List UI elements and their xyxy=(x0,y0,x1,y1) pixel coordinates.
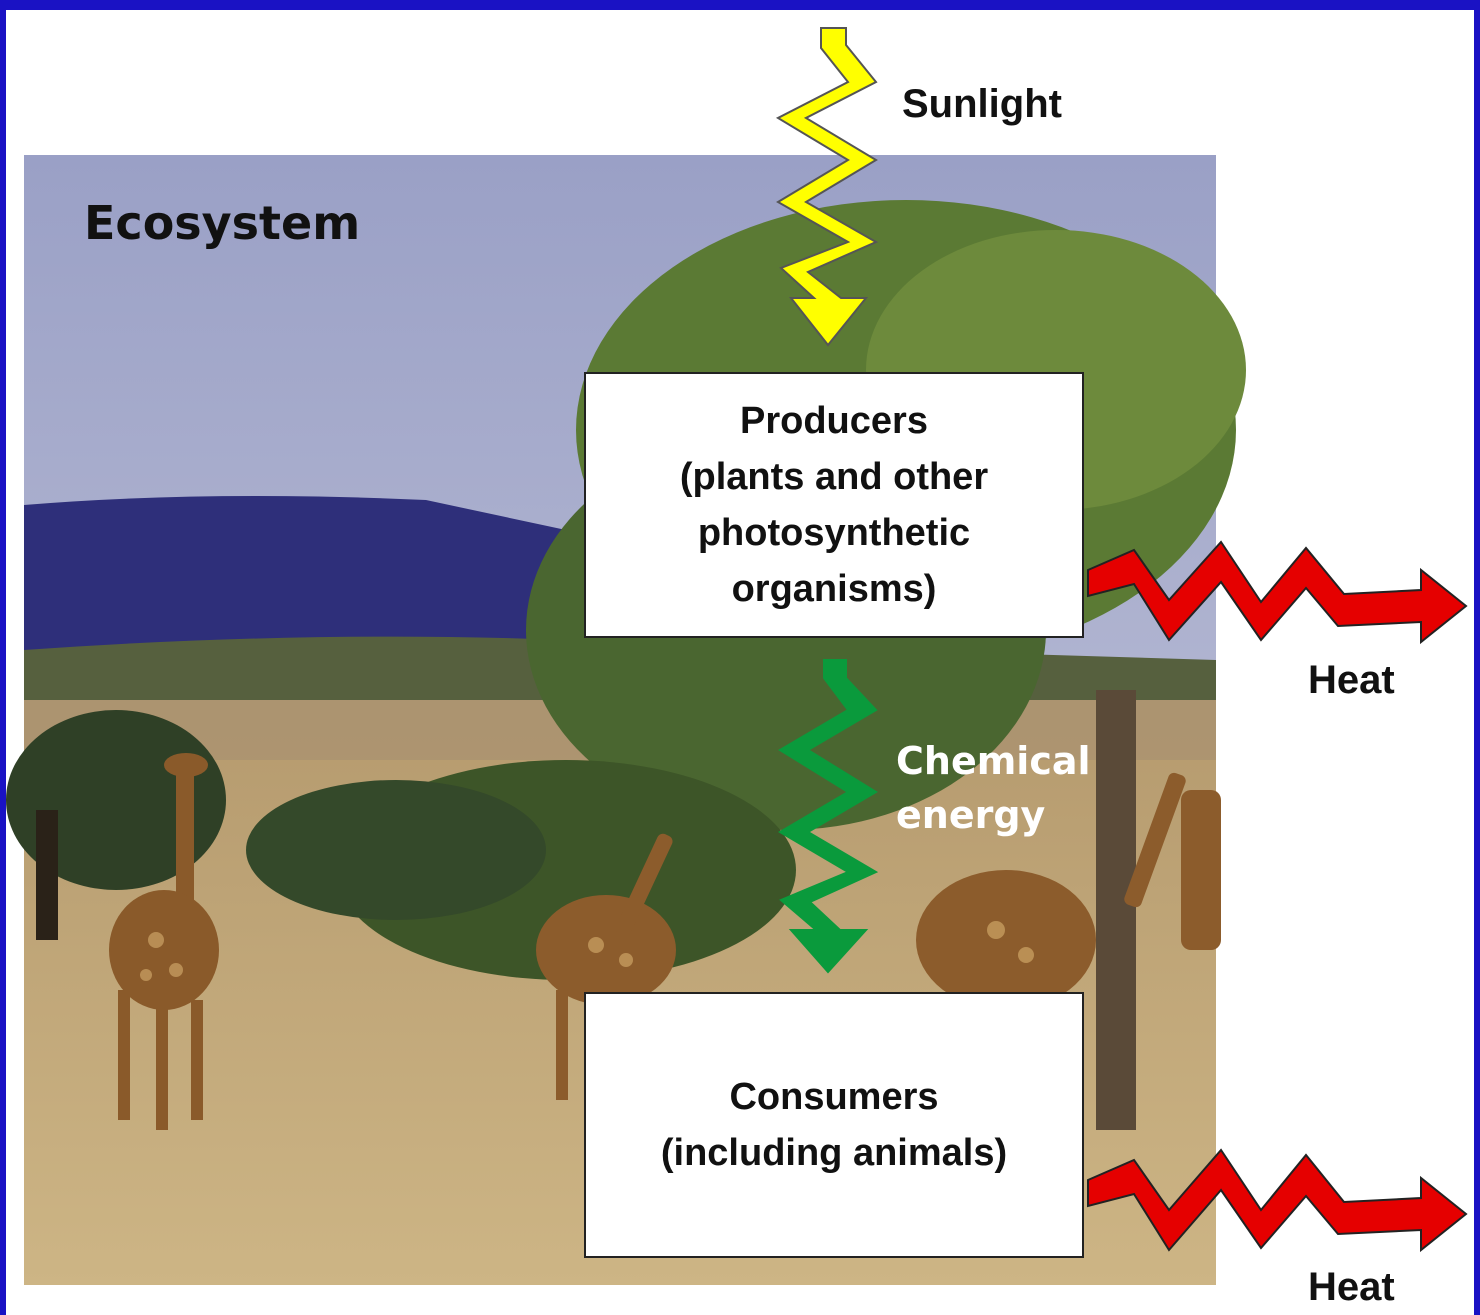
heat-arrow-bottom xyxy=(1087,1148,1468,1253)
sunlight-label: Sunlight xyxy=(902,82,1062,126)
producers-line: photosynthetic xyxy=(697,512,971,554)
producers-text: Producers (plants and other photosynthet… xyxy=(680,393,988,617)
giraffe-group xyxy=(536,772,1221,1100)
consumers-text: Consumers (including animals) xyxy=(661,1069,1007,1181)
consumers-line: (including animals) xyxy=(660,1132,1008,1174)
sunlight-arrow xyxy=(775,27,879,347)
producers-line: (plants and other xyxy=(679,456,989,498)
diagram-panel: Ecosystem Sunlight Producers (plants and… xyxy=(6,10,1474,1315)
heat-label-top: Heat xyxy=(1308,658,1395,702)
producers-line: organisms) xyxy=(731,568,937,610)
heat-arrow-top xyxy=(1087,540,1468,645)
heat-label-bottom: Heat xyxy=(1308,1265,1395,1309)
chemical-energy-line: energy xyxy=(896,793,1046,837)
producers-box: Producers (plants and other photosynthet… xyxy=(584,372,1084,638)
consumers-box: Consumers (including animals) xyxy=(584,992,1084,1258)
hills xyxy=(24,496,566,660)
giraffe-left xyxy=(109,753,219,1130)
chemical-energy-label: Chemical energy xyxy=(896,734,1091,842)
producers-line: Producers xyxy=(740,400,928,442)
chemical-energy-arrow xyxy=(778,659,879,974)
consumers-line: Consumers xyxy=(729,1076,939,1118)
chemical-energy-line: Chemical xyxy=(896,739,1091,783)
left-tree xyxy=(6,710,226,890)
ecosystem-title: Ecosystem xyxy=(84,196,361,250)
tree-trunk xyxy=(1096,690,1136,1130)
